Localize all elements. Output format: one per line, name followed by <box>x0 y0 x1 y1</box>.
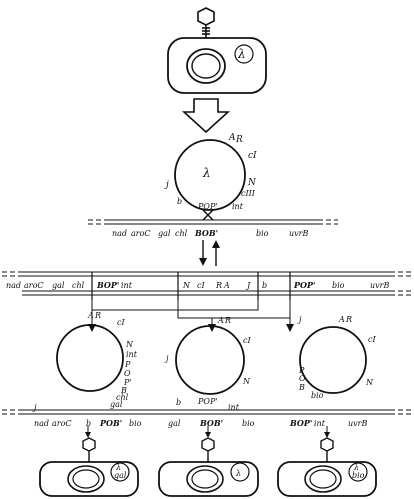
locus-bio: bio <box>256 229 269 238</box>
bio-cell-bio: bio <box>352 471 365 480</box>
right-cI: cI <box>368 335 376 344</box>
integrated-prophage-chromosome: nad aroC gal chl BOP' int N cI R A J b P… <box>2 271 412 332</box>
bottom-nad: nad <box>34 419 49 428</box>
gene-cIII: cIII <box>241 189 256 198</box>
row-gal: gal <box>52 281 65 290</box>
right-O: O <box>299 374 306 383</box>
left-A: A <box>87 311 94 320</box>
locus-chl: chl <box>175 229 188 238</box>
mid-N: N <box>242 377 251 386</box>
bottom-int: int <box>314 419 326 428</box>
excised-circle-left: A R cI N int P O P' B chl gal j <box>32 311 138 412</box>
mid-cI: cI <box>243 336 251 345</box>
mid-POP: POP' <box>197 397 218 406</box>
bottom-bio-mid: bio <box>242 419 255 428</box>
gene-int: int <box>232 202 244 211</box>
left-int: int <box>126 350 138 359</box>
mid-b: b <box>176 398 181 407</box>
right-R: R <box>345 315 352 324</box>
left-gal: gal <box>110 400 123 409</box>
left-O: O <box>124 369 131 378</box>
gene-R: R <box>235 135 243 145</box>
row-BOP: BOP' <box>96 280 119 290</box>
gene-N: N <box>247 178 257 188</box>
left-cI: cI <box>117 318 125 327</box>
right-A: A <box>338 315 345 324</box>
row-uvrB: uvrB <box>370 281 389 290</box>
row-int: int <box>121 281 133 290</box>
row-POP: POP' <box>293 280 315 290</box>
right-bio: bio <box>311 391 324 400</box>
locus-nad: nad <box>112 229 127 238</box>
row-bio: bio <box>332 281 345 290</box>
site-POP: POP' <box>197 202 218 211</box>
right-N: N <box>365 378 374 387</box>
left-N: N <box>125 340 134 349</box>
bottom-cell-normal: λ <box>158 437 259 497</box>
gene-A: A <box>228 133 236 143</box>
gal-cell-gal: gal <box>114 471 127 480</box>
bottom-aroC: aroC <box>52 419 72 428</box>
row-aroC: aroC <box>24 281 44 290</box>
row-cI: cI <box>197 281 205 290</box>
gal-cell-lambda: λ <box>115 463 121 472</box>
bottom-cell-bio: λ bio <box>277 437 377 497</box>
bottom-gal: gal <box>168 419 181 428</box>
bottom-POB: POB' <box>99 418 122 428</box>
gene-cI: cI <box>248 151 257 161</box>
bottom-BOB: BOB' <box>199 418 223 428</box>
mid-A: A <box>217 316 224 325</box>
bio-cell-lambda: λ <box>353 463 359 472</box>
integration-excision-arrows <box>199 240 220 266</box>
gene-j: j <box>164 180 169 190</box>
right-B: B <box>298 383 305 392</box>
mid-R: R <box>224 316 231 325</box>
bottom-uvrB: uvrB <box>348 419 367 428</box>
phage-circle-center-label: λ <box>202 166 211 180</box>
bottom-BOP: BOP' <box>289 418 312 428</box>
excised-circle-middle: A R cI N j b POP' int <box>164 316 251 412</box>
left-j: j <box>32 403 37 412</box>
top-phage-icon <box>197 7 215 38</box>
normal-cell-lambda: λ <box>235 469 241 478</box>
excised-circle-right: j A R cI N P O B bio <box>297 315 376 400</box>
left-chl: chl <box>116 393 129 402</box>
bottom-b: b <box>86 419 91 428</box>
gene-b: b <box>177 197 182 206</box>
row-chl: chl <box>72 281 85 290</box>
phage-circle: λ A R cI N cIII int j b POP' <box>164 133 257 221</box>
site-BOB: BOB' <box>194 228 218 238</box>
row-nad: nad <box>6 281 21 290</box>
bacterial-chromosome-bottom: nad aroC b POB' bio gal BOB' bio BOP' in… <box>2 409 412 438</box>
mid-int: int <box>228 403 240 412</box>
right-j: j <box>297 315 302 324</box>
mid-j: j <box>164 354 169 363</box>
row-b: b <box>262 281 267 290</box>
bottom-cell-gal: λ gal <box>39 437 139 497</box>
left-P: P <box>124 360 131 369</box>
locus-aroC: aroC <box>131 229 151 238</box>
left-B: B <box>120 386 127 395</box>
row-A: A <box>223 281 230 290</box>
row-R: R <box>215 281 222 290</box>
row-J: J <box>245 281 251 290</box>
right-P: P <box>298 366 305 375</box>
infection-arrow <box>181 98 231 134</box>
bottom-bio-left: bio <box>129 419 142 428</box>
left-R: R <box>94 311 101 320</box>
locus-gal: gal <box>158 229 171 238</box>
row-N: N <box>182 281 191 290</box>
bacterial-chromosome-top: nad aroC gal chl BOB' bio uvrB <box>88 219 338 238</box>
left-P-prime: P' <box>123 378 132 387</box>
locus-uvrB: uvrB <box>289 229 308 238</box>
top-bacterial-cell: λ <box>167 37 267 94</box>
top-cell-phage-label: λ <box>237 47 246 61</box>
